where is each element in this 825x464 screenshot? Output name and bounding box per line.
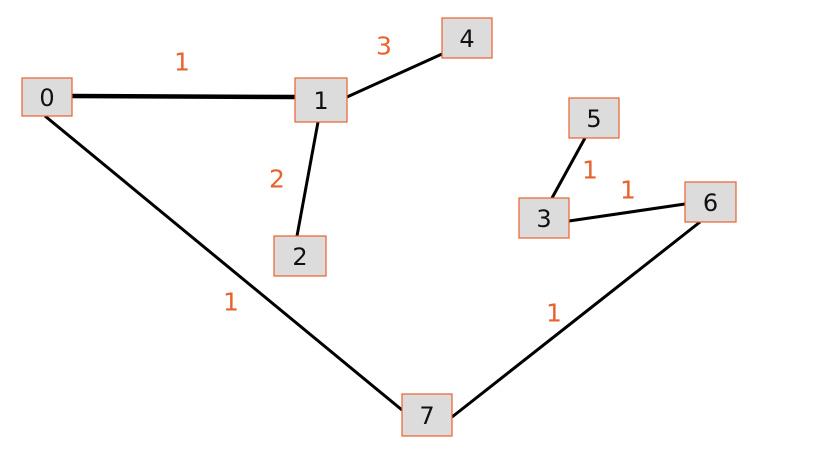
node-4: 4 — [441, 17, 493, 59]
edge-5-3 — [550, 137, 587, 199]
node-label: 6 — [703, 189, 718, 217]
node-label: 3 — [536, 205, 551, 233]
node-box — [568, 97, 620, 139]
node-label: 2 — [292, 243, 307, 271]
node-7: 7 — [401, 393, 453, 437]
node-0: 0 — [21, 77, 73, 117]
edge-weight-6-7: 1 — [546, 299, 562, 328]
edge-1-2 — [295, 121, 320, 237]
node-label: 7 — [419, 402, 434, 430]
node-box — [273, 235, 327, 277]
node-label: 1 — [313, 87, 328, 115]
node-label: 5 — [586, 105, 601, 133]
node-box — [518, 197, 570, 239]
node-5: 5 — [568, 97, 620, 139]
node-label: 4 — [459, 25, 474, 53]
node-2: 2 — [273, 235, 327, 277]
edge-3-6 — [568, 202, 686, 223]
edge-weight-3-6: 1 — [620, 176, 636, 205]
node-6: 6 — [684, 181, 737, 223]
edge-6-7 — [451, 220, 701, 419]
edge-weight-0-1: 1 — [174, 48, 190, 77]
edge-weight-5-3: 1 — [582, 156, 598, 185]
node-box — [401, 393, 453, 437]
edge-weight-1-2: 2 — [269, 165, 285, 194]
edges-layer — [44, 52, 701, 419]
node-box — [684, 181, 737, 223]
node-box — [294, 77, 348, 123]
node-box — [441, 17, 493, 59]
edge-weight-1-4: 3 — [376, 32, 392, 61]
node-label: 0 — [39, 84, 54, 112]
node-3: 3 — [518, 197, 570, 239]
node-box — [21, 77, 73, 117]
edge-0-1 — [71, 93, 296, 100]
node-1: 1 — [294, 77, 348, 123]
edge-1-4 — [346, 52, 443, 99]
edge-0-7 — [44, 114, 403, 412]
edge-weight-0-7: 1 — [223, 288, 239, 317]
nodes-layer: 0 1 2 3 4 5 6 7 — [21, 17, 737, 437]
